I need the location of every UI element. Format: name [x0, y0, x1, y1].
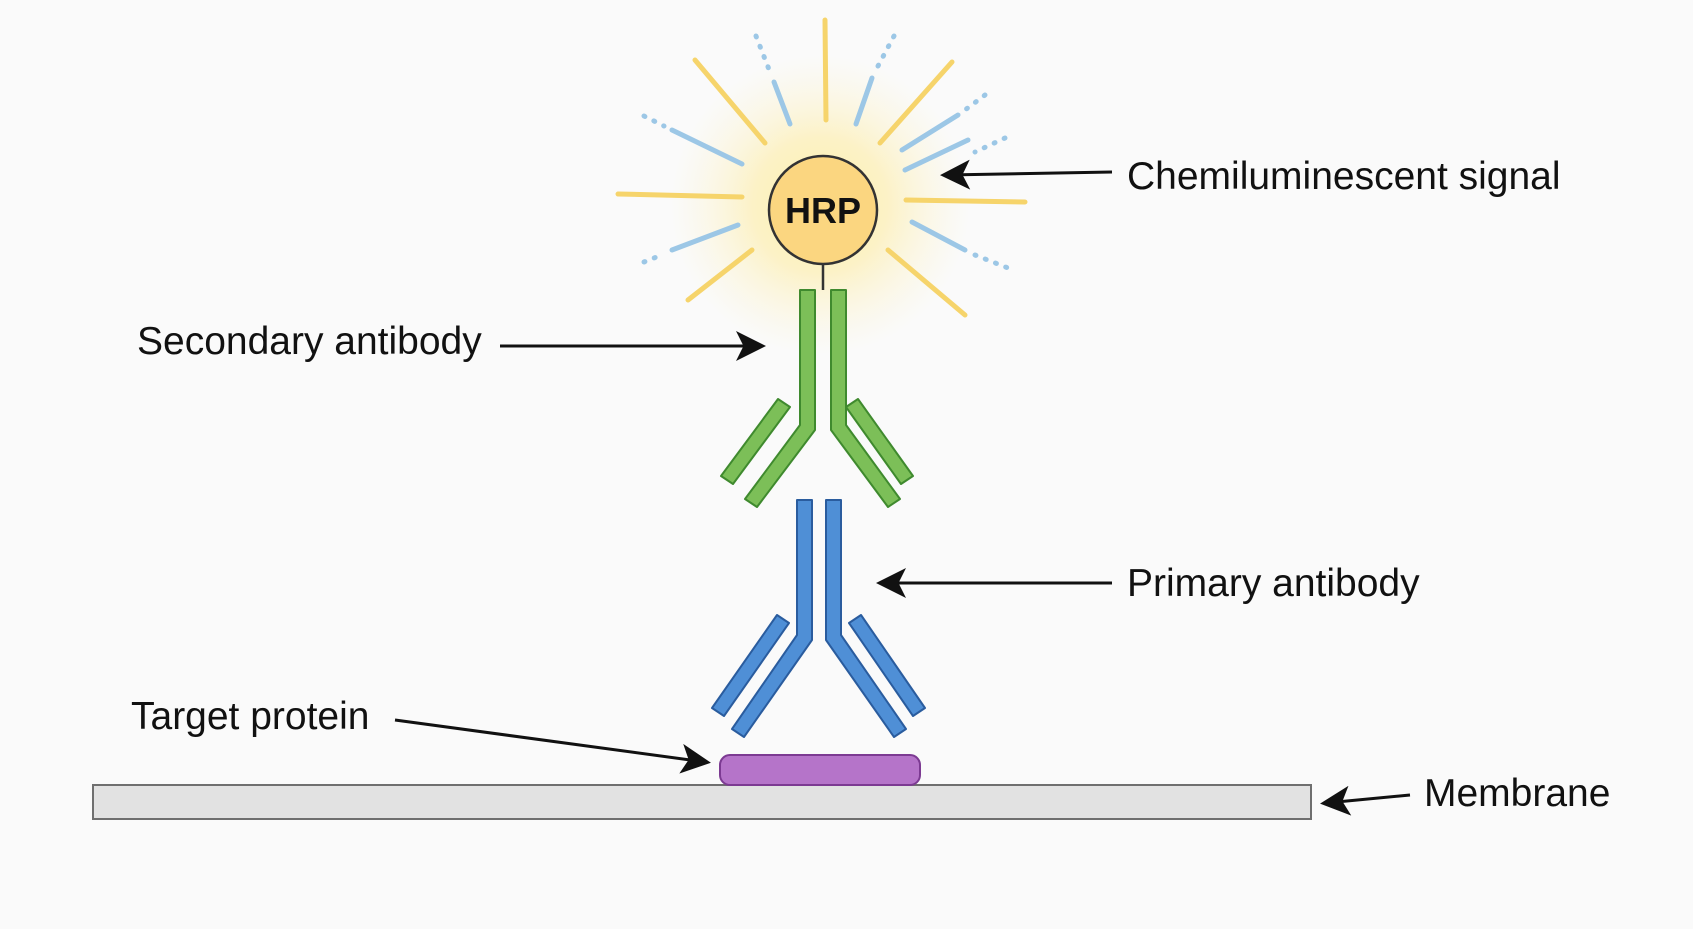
secondary-heavy-chain-left: [744, 289, 816, 508]
primary-antibody: [711, 499, 926, 738]
target-protein: [719, 754, 921, 786]
primary-heavy-chain-left: [731, 499, 813, 738]
primary-light-chain-left: [711, 614, 790, 717]
primary-light-chain-right: [848, 614, 926, 717]
ray-blue-dots-right-lower: [972, 252, 1011, 271]
ray-blue-dots-left-lower: [641, 251, 667, 265]
ray-blue-up-right: [853, 75, 875, 127]
primary-heavy-chain-right: [825, 499, 907, 738]
ray-blue-up-left: [771, 79, 793, 127]
hrp-label: HRP: [785, 190, 861, 231]
label-membrane: Membrane: [1424, 772, 1610, 815]
ray-blue-dots-up-right: [875, 33, 897, 69]
arrow-target-protein: [394, 718, 711, 774]
arrow-membrane: [1320, 785, 1411, 816]
secondary-light-chain-left: [720, 398, 791, 485]
label-chemiluminescent-signal: Chemiluminescent signal: [1127, 155, 1561, 198]
label-primary-antibody: Primary antibody: [1127, 562, 1420, 605]
label-arrows: [394, 159, 1411, 816]
ray-blue-right-mid: [902, 137, 971, 173]
ray-blue-dots-right-upper: [962, 92, 988, 113]
ray-yellow-left: [615, 191, 745, 200]
secondary-antibody: [720, 289, 914, 508]
ray-yellow-downleft: [685, 247, 755, 303]
ray-blue-dots-up-left: [753, 33, 773, 75]
ray-blue-left-upper: [669, 127, 745, 167]
ray-yellow-upleft: [692, 57, 768, 146]
chemiluminescent-rays: [615, 17, 1028, 318]
ray-blue-left-lower: [669, 222, 741, 253]
ray-blue-dots-right-mid: [972, 135, 1008, 155]
label-secondary-antibody: Secondary antibody: [137, 320, 482, 363]
ray-blue-right-lower: [909, 219, 968, 253]
ray-blue-dots-left-upper: [641, 113, 667, 129]
secondary-light-chain-right: [845, 398, 914, 485]
hrp-circle: [767, 154, 879, 266]
membrane: [92, 784, 1312, 820]
ray-yellow-right: [903, 197, 1028, 205]
ray-blue-right-upper: [899, 112, 961, 153]
hrp-enzyme: HRP: [767, 154, 879, 266]
secondary-heavy-chain-right: [830, 289, 901, 508]
label-target-protein: Target protein: [131, 695, 369, 738]
arrow-chemiluminescent-signal: [940, 159, 1113, 190]
ray-yellow-downright: [885, 247, 968, 318]
ray-yellow-up: [822, 17, 829, 123]
ray-yellow-upright: [877, 59, 955, 146]
